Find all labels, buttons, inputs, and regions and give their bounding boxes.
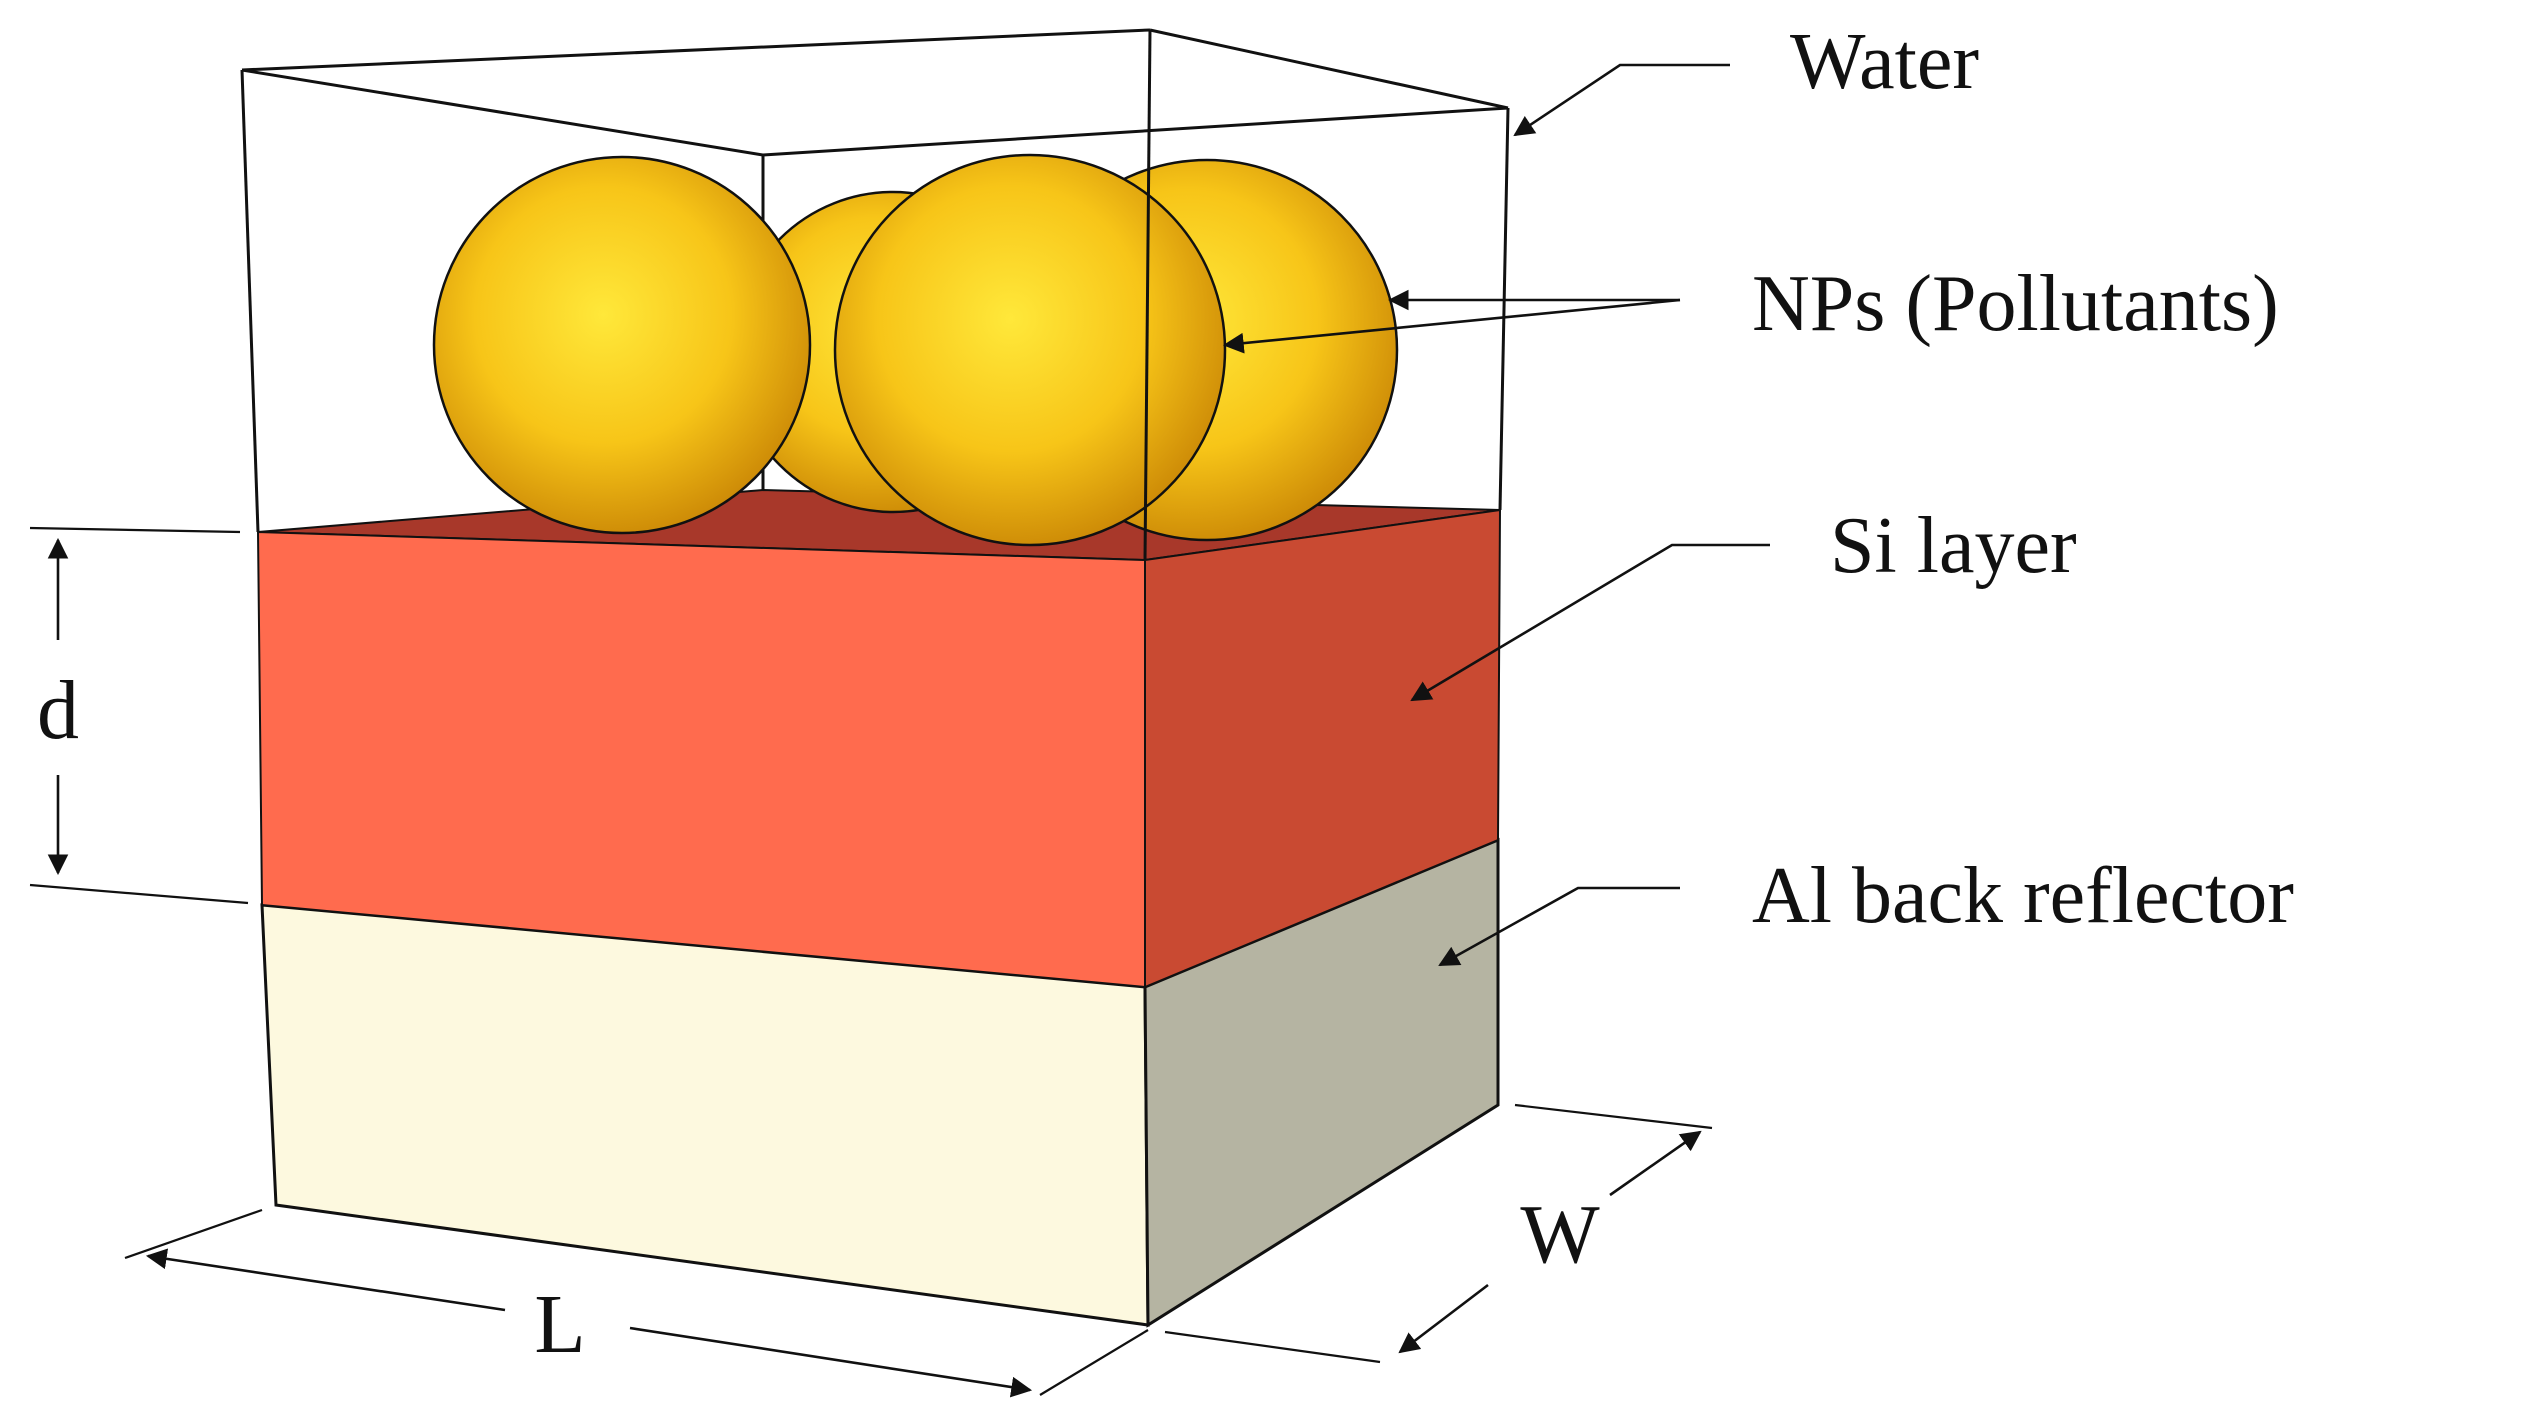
al-back-reflector-block (260, 837, 1500, 1328)
labels: Water NPs (Pollutants) Si layer Al back … (1752, 18, 2294, 940)
al-callout-arrow (1438, 886, 1680, 967)
dimension-d: d (29, 526, 249, 905)
nps-callout-arrow-2 (1222, 298, 1681, 354)
si-layer-block (256, 488, 1502, 989)
nanoparticle-front-right (833, 153, 1227, 547)
callout-arrows (1222, 63, 1770, 967)
al-back-reflector-label: Al back reflector (1752, 852, 2294, 940)
dimension-w: W (1164, 1103, 1713, 1364)
dimension-d-label: d (37, 664, 79, 757)
dimension-w-label: W (1520, 1188, 1600, 1281)
si-side-face (1144, 508, 1502, 989)
nanoparticle-front-left (432, 155, 812, 535)
nanoparticles (432, 153, 1399, 547)
nps-label: NPs (Pollutants) (1752, 260, 2279, 348)
dimension-l: L (124, 1208, 1149, 1398)
dimension-l-label: L (534, 1278, 585, 1371)
si-layer-label: Si layer (1830, 502, 2077, 590)
water-label: Water (1790, 18, 1979, 106)
water-box-front-edges (240, 28, 1510, 561)
water-callout-arrow (1513, 63, 1730, 137)
si-callout-arrow (1410, 543, 1770, 702)
